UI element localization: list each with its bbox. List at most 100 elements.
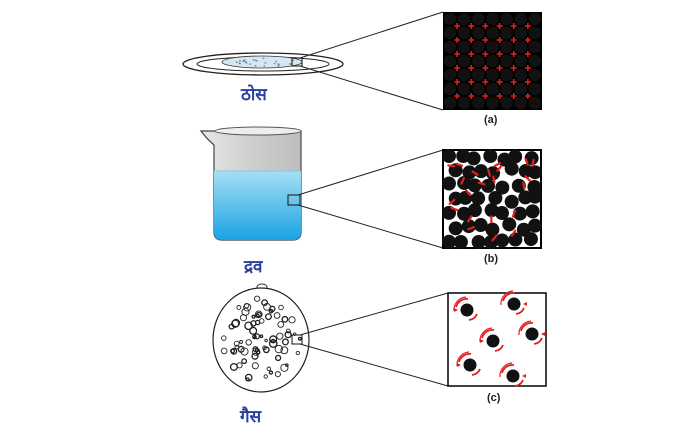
solid-particle bbox=[529, 97, 541, 109]
liquid-particle bbox=[502, 217, 516, 231]
solid-particle bbox=[529, 55, 541, 67]
liquid-panel-caption: (b) bbox=[484, 253, 498, 265]
liquid-particle bbox=[471, 191, 485, 205]
liquid-particle bbox=[442, 235, 456, 249]
solid-particle bbox=[444, 13, 456, 25]
solid-particle bbox=[472, 27, 484, 39]
gas-balloon bbox=[213, 284, 309, 392]
solid-particle bbox=[515, 27, 527, 39]
liquid-particle bbox=[481, 179, 495, 193]
solid-particle bbox=[486, 41, 498, 53]
liquid-zoom-lines bbox=[298, 150, 443, 248]
gas-particle-panel bbox=[448, 291, 546, 386]
solid-particle bbox=[529, 27, 541, 39]
solid-particle bbox=[458, 83, 470, 95]
liquid-particle bbox=[474, 164, 488, 178]
motion-marker bbox=[523, 183, 524, 189]
solid-particle bbox=[444, 41, 456, 53]
liquid-particle-panel bbox=[442, 149, 542, 249]
solid-particle bbox=[500, 27, 512, 39]
liquid-particle bbox=[505, 162, 519, 176]
solid-particle bbox=[529, 83, 541, 95]
motion-marker bbox=[532, 160, 533, 166]
gas-particle bbox=[507, 370, 520, 383]
gas-label: गैस bbox=[240, 404, 261, 427]
solid-particle bbox=[444, 97, 456, 109]
solid-particle bbox=[486, 55, 498, 67]
solid-particle bbox=[472, 41, 484, 53]
solid-particle bbox=[500, 83, 512, 95]
solid-label: ठोस bbox=[241, 82, 267, 105]
liquid-particle bbox=[524, 232, 538, 246]
solid-particle bbox=[515, 83, 527, 95]
solid-particle bbox=[529, 41, 541, 53]
solid-panel-caption: (a) bbox=[484, 114, 497, 126]
liquid-particle bbox=[442, 177, 456, 191]
solid-particle bbox=[472, 55, 484, 67]
liquid-particle bbox=[454, 235, 468, 249]
motion-marker bbox=[448, 166, 454, 167]
liquid-particle bbox=[495, 181, 509, 195]
solid-particle bbox=[500, 69, 512, 81]
liquid-label: द्रव bbox=[244, 254, 262, 277]
liquid-particle bbox=[528, 190, 542, 204]
liquid-particle bbox=[508, 150, 522, 164]
liquid-particle bbox=[449, 221, 463, 235]
liquid-beaker bbox=[201, 127, 301, 240]
solid-particle bbox=[472, 97, 484, 109]
solid-particle bbox=[515, 41, 527, 53]
solid-particle bbox=[486, 27, 498, 39]
solid-particle bbox=[515, 97, 527, 109]
solid-particle bbox=[515, 69, 527, 81]
motion-marker bbox=[479, 183, 485, 185]
solid-particle bbox=[472, 69, 484, 81]
solid-particle bbox=[444, 83, 456, 95]
solid-particle bbox=[486, 97, 498, 109]
solid-particle bbox=[472, 83, 484, 95]
solid-particle bbox=[500, 55, 512, 67]
solid-particle bbox=[500, 41, 512, 53]
solid-particle bbox=[444, 27, 456, 39]
gas-particle bbox=[487, 335, 500, 348]
solid-particle bbox=[472, 13, 484, 25]
solid-particle bbox=[486, 13, 498, 25]
motion-marker bbox=[488, 170, 490, 176]
solid-particle bbox=[515, 55, 527, 67]
solid-particle bbox=[444, 55, 456, 67]
solid-particle bbox=[458, 55, 470, 67]
solid-particle bbox=[486, 69, 498, 81]
solid-particle bbox=[444, 69, 456, 81]
gas-particle bbox=[461, 304, 474, 317]
gas-particle bbox=[464, 359, 477, 372]
liquid-particle bbox=[528, 219, 542, 233]
liquid-particle bbox=[472, 235, 486, 249]
solid-particle bbox=[529, 13, 541, 25]
solid-particle bbox=[486, 83, 498, 95]
solid-particle bbox=[500, 13, 512, 25]
solid-particle bbox=[500, 97, 512, 109]
gas-zoom-lines bbox=[300, 293, 448, 386]
motion-marker bbox=[493, 176, 494, 182]
solid-particle bbox=[515, 13, 527, 25]
solid-particle-panel bbox=[443, 12, 542, 110]
gas-panel-caption: (c) bbox=[487, 392, 500, 404]
liquid-particle bbox=[468, 203, 482, 217]
liquid-particle bbox=[468, 178, 482, 192]
solid-particle bbox=[458, 97, 470, 109]
liquid-particle bbox=[508, 233, 522, 247]
liquid-particle bbox=[528, 165, 542, 179]
solid-particle bbox=[529, 69, 541, 81]
liquid-particle bbox=[458, 191, 472, 205]
gas-particle bbox=[526, 328, 539, 341]
liquid-particle bbox=[505, 195, 519, 209]
liquid-particle bbox=[526, 204, 540, 218]
liquid-particle bbox=[467, 151, 481, 165]
solid-particle bbox=[458, 41, 470, 53]
gas-particle bbox=[508, 298, 521, 311]
solid-particle bbox=[458, 27, 470, 39]
liquid-particle bbox=[483, 149, 497, 163]
solid-particle bbox=[458, 69, 470, 81]
liquid-particle bbox=[485, 223, 499, 237]
